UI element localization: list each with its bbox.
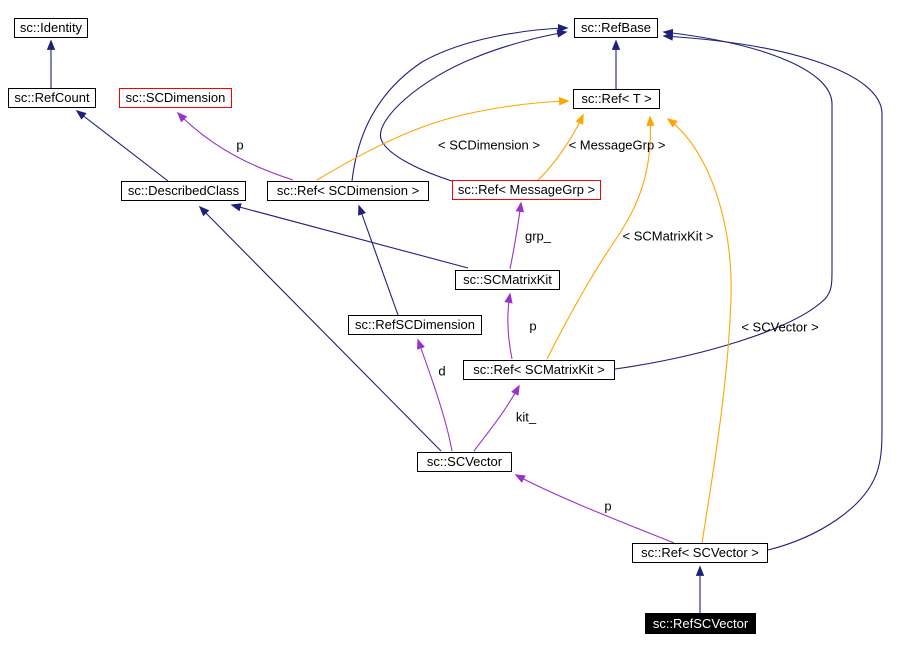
class-node-describedclass[interactable]: sc::DescribedClass	[121, 181, 246, 201]
edge-label-p-scvector: p	[604, 498, 612, 514]
class-node-ref-scvector[interactable]: sc::Ref< SCVector >	[632, 543, 768, 563]
edge-label-d: d	[438, 363, 446, 379]
edge-template-ref-scmatrixkit-to-ref-t	[546, 115, 655, 360]
edge-label-grp: grp_	[524, 228, 552, 244]
class-node-scmatrixkit[interactable]: sc::SCMatrixKit	[455, 270, 560, 290]
class-node-refbase[interactable]: sc::RefBase	[574, 18, 658, 38]
edge-inheritance-describedclass-to-refcount	[75, 110, 169, 182]
class-node-identity[interactable]: sc::Identity	[14, 18, 88, 38]
edge-inheritance-ref-scmatrixkit-to-refbase	[614, 28, 833, 370]
edge-usage-scvector-to-ref-scmatrixkit	[473, 384, 520, 452]
class-node-ref-scdimension[interactable]: sc::Ref< SCDimension >	[267, 181, 429, 201]
class-node-refscdimension[interactable]: sc::RefSCDimension	[348, 315, 482, 335]
edge-template-ref-scvector-to-ref-t	[666, 118, 732, 544]
edge-label-p-matrixkit: p	[529, 318, 537, 334]
edge-label-tpl-scmatrixkit: < SCMatrixKit >	[622, 228, 714, 244]
edge-label-tpl-messagegrp: < MessageGrp >	[568, 137, 666, 153]
class-node-refcount[interactable]: sc::RefCount	[8, 88, 96, 108]
edge-inheritance-refscdimension-to-ref-scdimension	[358, 204, 399, 316]
edge-usage-ref-scmatrixkit-to-scmatrixkit	[504, 292, 513, 360]
edge-label-kit: kit_	[515, 409, 537, 425]
class-node-ref-scmatrixkit[interactable]: sc::Ref< SCMatrixKit >	[463, 360, 615, 380]
edge-inheritance-scmatrixkit-to-describedclass	[230, 203, 469, 269]
edge-usage-scvector-to-refscdimension	[417, 338, 453, 452]
class-node-ref-messagegrp[interactable]: sc::Ref< MessageGrp >	[452, 180, 601, 200]
edge-usage-scmatrixkit-to-ref-messagegrp	[509, 201, 525, 270]
edge-usage-ref-scvector-to-scvector	[514, 474, 675, 544]
edge-inheritance-scvector-to-describedclass	[198, 205, 442, 452]
class-node-ref-t[interactable]: sc::Ref< T >	[573, 89, 660, 109]
edge-inheritance-ref-scvector-to-refbase	[662, 32, 883, 551]
class-node-scdimension[interactable]: sc::SCDimension	[119, 88, 232, 108]
edge-inheritance-ref-scdimension-to-refbase	[351, 24, 569, 182]
edge-label-p-dimension: p	[236, 137, 244, 153]
edge-template-ref-scdimension-to-ref-t	[316, 97, 570, 181]
class-node-scvector[interactable]: sc::SCVector	[417, 452, 512, 472]
edge-label-tpl-scdimension: < SCDimension >	[438, 137, 540, 153]
edge-label-tpl-scvector: < SCVector >	[741, 319, 819, 335]
edge-inheritance-ref-messagegrp-to-refbase	[380, 29, 568, 182]
edge-group	[46, 24, 883, 613]
edge-usage-ref-scdimension-to-scdimension	[176, 111, 294, 181]
edge-template-ref-messagegrp-to-ref-t	[537, 113, 584, 181]
class-node-refscvector: sc::RefSCVector	[645, 613, 756, 634]
